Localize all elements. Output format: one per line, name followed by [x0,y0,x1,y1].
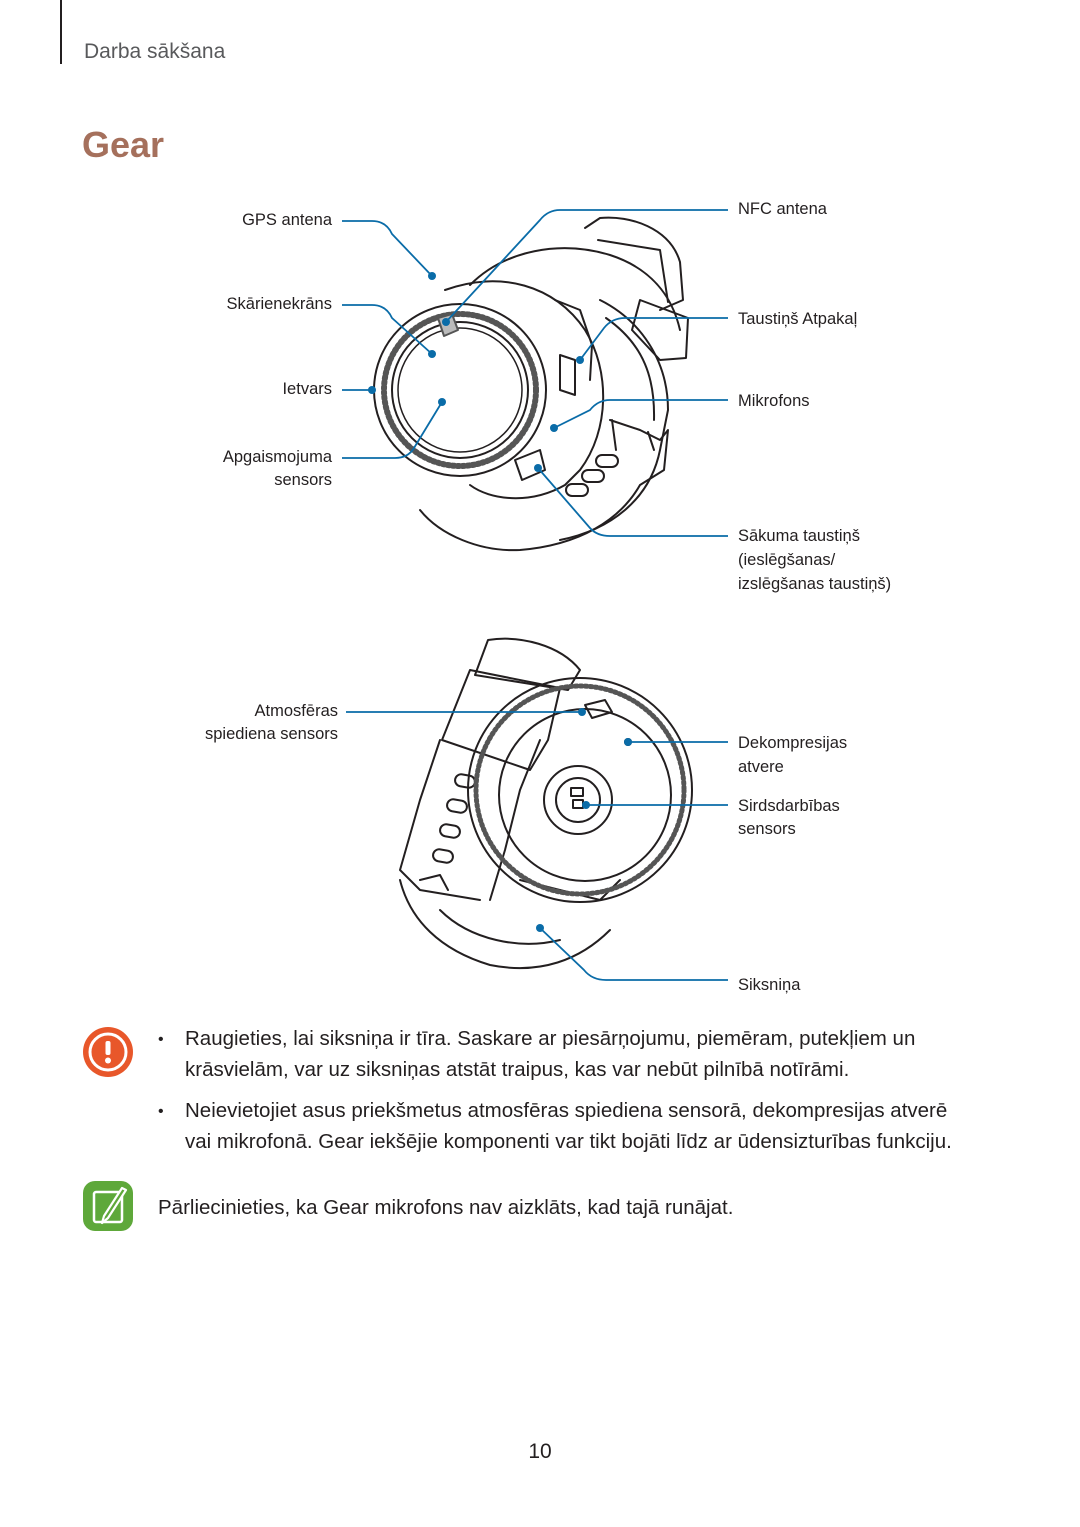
label-strap: Siksniņa [738,976,801,994]
label-home-key-1: Sākuma taustiņš [738,527,860,545]
caution-item-1-line-2: krāsvielām, var uz siksniņas atstāt trai… [185,1058,850,1081]
label-pressure-2: spiediena sensors [205,725,338,743]
caution-item-2-line-1: Neievietojiet asus priekšmetus atmosfēra… [185,1099,948,1122]
label-pressure-1: Atmosfēras [254,702,338,720]
header-rule [60,0,62,64]
label-nfc-antenna: NFC antena [738,200,827,218]
page-number: 10 [528,1440,552,1463]
bullet-1: • [158,1031,164,1048]
label-back-key: Taustiņš Atpakaļ [738,310,858,328]
label-gps-antenna: GPS antena [242,211,332,229]
caution-item-1-line-1: Raugieties, lai siksniņa ir tīra. Saskar… [185,1027,916,1050]
label-light-sensor-2: sensors [274,471,332,489]
label-home-key-2: (ieslēgšanas/ [738,551,836,569]
label-hr-2: sensors [738,820,796,838]
caution-icon [83,1027,133,1077]
label-home-key-3: izslēgšanas taustiņš) [738,575,892,593]
note-text: Pārliecinieties, ka Gear mikrofons nav a… [158,1196,734,1219]
note-icon [83,1181,133,1231]
bullet-2: • [158,1103,164,1120]
watch-diagram [342,209,728,981]
caution-item-2-line-2: vai mikrofonā. Gear iekšējie komponenti … [185,1130,952,1153]
label-bezel: Ietvars [282,380,332,398]
section-title: Darba sākšana [84,40,226,63]
label-vent-1: Dekompresijas [738,734,848,752]
label-microphone: Mikrofons [738,392,810,410]
page-title: Gear [82,124,165,165]
label-touchscreen: Skārienekrāns [226,295,332,313]
label-light-sensor-1: Apgaismojuma [222,448,332,466]
label-hr-1: Sirdsdarbības [738,797,840,815]
label-vent-2: atvere [738,758,784,776]
